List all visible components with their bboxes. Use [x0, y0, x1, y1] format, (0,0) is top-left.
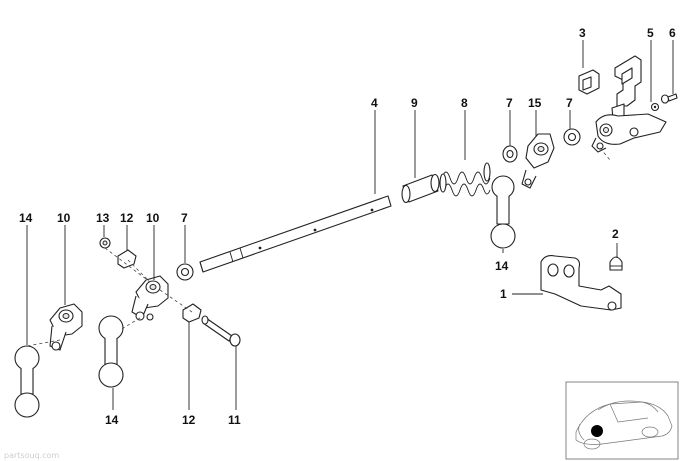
callout-13: 13 [96, 211, 110, 225]
bracket-plate [591, 55, 667, 153]
shift-lever [131, 275, 169, 321]
callout-3: 3 [579, 26, 586, 40]
callout-12: 12 [182, 413, 196, 427]
ball-socket-link [14, 345, 40, 418]
callout-14: 14 [105, 413, 119, 427]
spring [439, 162, 491, 197]
screw [660, 93, 678, 104]
callout-4: 4 [371, 96, 378, 110]
washer [563, 128, 581, 146]
location-marker-icon [591, 425, 603, 437]
shift-rod [199, 195, 392, 273]
watermark: partsouq.com [4, 451, 59, 460]
washer [502, 145, 518, 163]
callout-14: 14 [19, 211, 33, 225]
callout-11: 11 [228, 413, 241, 427]
callout-6: 6 [669, 26, 676, 40]
callout-5: 5 [647, 26, 654, 40]
callout-7: 7 [181, 211, 188, 225]
callout-14: 14 [495, 259, 509, 273]
callout-1: 1 [500, 287, 507, 301]
bushing [182, 303, 202, 323]
shift-lever [49, 303, 83, 351]
washer [650, 102, 660, 112]
washer [176, 263, 194, 281]
bolt [201, 315, 241, 347]
callout-10: 10 [57, 211, 71, 225]
cap-nut [609, 256, 623, 271]
clip [578, 69, 600, 95]
nut [99, 237, 111, 249]
ball-socket-link [490, 175, 516, 249]
car-location-thumbnail [565, 381, 679, 460]
callout-9: 9 [411, 96, 418, 110]
assembly-lines [26, 147, 611, 347]
callout-2: 2 [612, 227, 619, 241]
mounting-bracket [540, 255, 622, 311]
callout-7: 7 [566, 96, 573, 110]
bushing [117, 249, 137, 269]
sleeve [401, 173, 440, 204]
callout-12: 12 [120, 211, 134, 225]
lever [521, 133, 555, 189]
ball-socket-link [98, 315, 124, 388]
callout-8: 8 [461, 96, 468, 110]
callout-labels: 1 2 3 4 5 6 7 7 7 8 9 10 10 11 12 12 13 … [19, 26, 676, 427]
callout-15: 15 [528, 96, 542, 110]
leader-lines [26, 40, 674, 410]
callout-10: 10 [146, 211, 160, 225]
callout-7: 7 [506, 96, 513, 110]
